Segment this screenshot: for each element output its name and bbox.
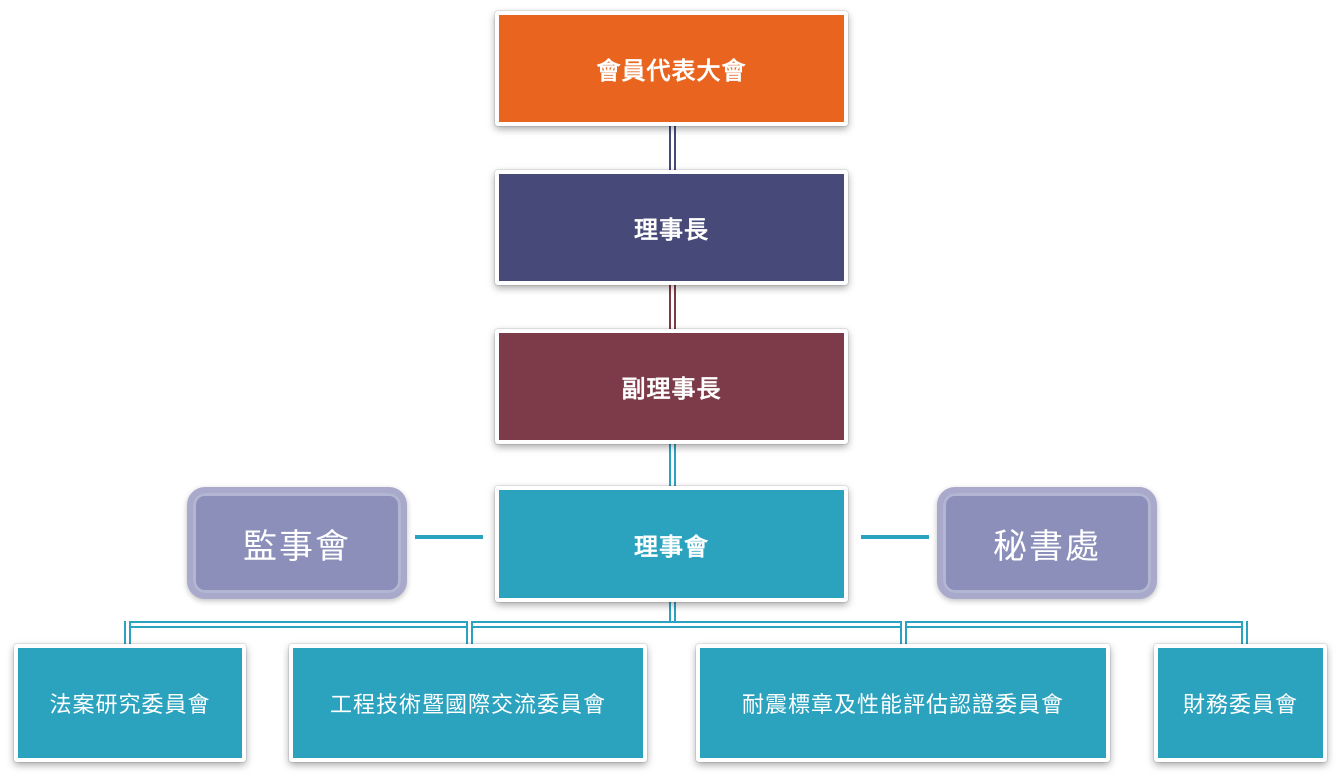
node-vice-chairman: 副理事長 (494, 328, 849, 445)
node-secretariat-label: 秘書處 (993, 526, 1101, 567)
node-board: 理事會 (494, 485, 849, 603)
node-board-label: 理事會 (634, 532, 709, 561)
node-committee-legal: 法案研究委員會 (13, 643, 247, 763)
node-chairman: 理事長 (494, 169, 849, 286)
node-committee-seismic-label: 耐震標章及性能評估認證委員會 (741, 693, 1064, 718)
connector-drop-finance (1241, 621, 1248, 647)
node-secretariat: 秘書處 (937, 487, 1157, 599)
connector-board-secretariat (861, 535, 929, 539)
node-chairman-label: 理事長 (634, 216, 709, 244)
node-committee-finance: 財務委員會 (1153, 643, 1328, 763)
connector-chairman-vice (669, 281, 676, 333)
node-member-assembly-label: 會員代表大會 (596, 57, 747, 85)
node-supervisors-label: 監事會 (243, 526, 351, 567)
connector-drop-legal (124, 621, 131, 647)
node-committee-engineering: 工程技術暨國際交流委員會 (288, 643, 648, 763)
node-vice-chairman-label: 副理事長 (621, 375, 722, 403)
node-supervisors: 監事會 (187, 487, 407, 599)
node-committee-finance-label: 財務委員會 (1182, 693, 1298, 718)
committee-bus-line (124, 621, 1248, 628)
connector-vice-board (669, 440, 676, 490)
connector-drop-engineering (466, 621, 473, 647)
connector-supervisors-board (415, 535, 483, 539)
node-committee-legal-label: 法案研究委員會 (49, 693, 211, 718)
node-committee-engineering-label: 工程技術暨國際交流委員會 (329, 693, 606, 718)
node-committee-seismic: 耐震標章及性能評估認證委員會 (695, 643, 1111, 763)
connector-assembly-chairman (669, 122, 676, 174)
node-member-assembly: 會員代表大會 (494, 10, 849, 127)
connector-board-bus (669, 598, 676, 626)
connector-drop-seismic (900, 621, 907, 647)
